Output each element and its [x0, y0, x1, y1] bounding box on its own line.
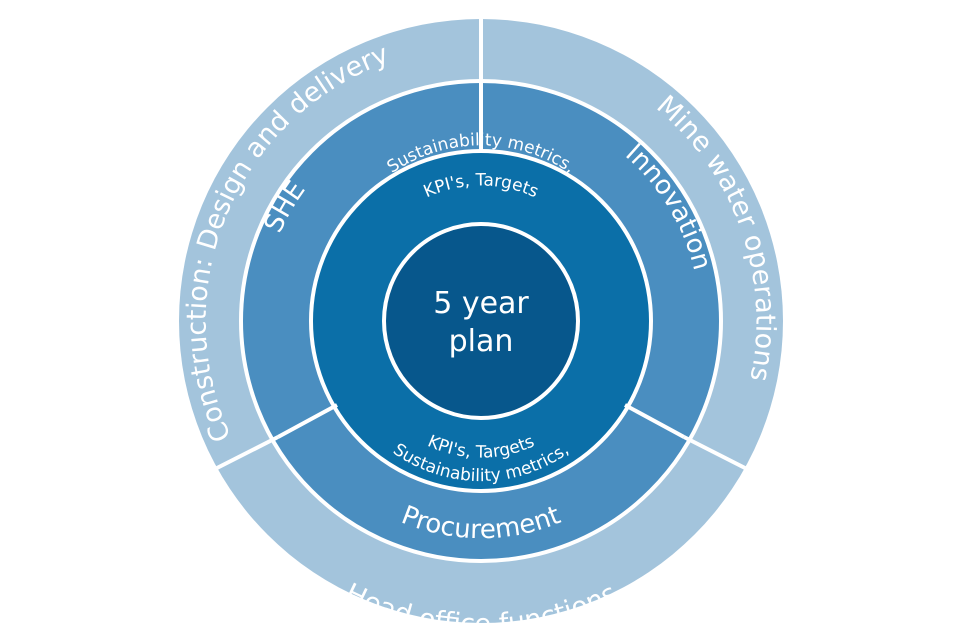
outer-dividers [216, 19, 746, 470]
middle-dividers [277, 81, 685, 439]
inner-ring-outline [309, 149, 653, 493]
core-line2: plan [449, 324, 514, 359]
core-circle [382, 222, 580, 420]
core-line1: 5 year [433, 286, 529, 321]
middle-ring-outline [239, 79, 723, 563]
